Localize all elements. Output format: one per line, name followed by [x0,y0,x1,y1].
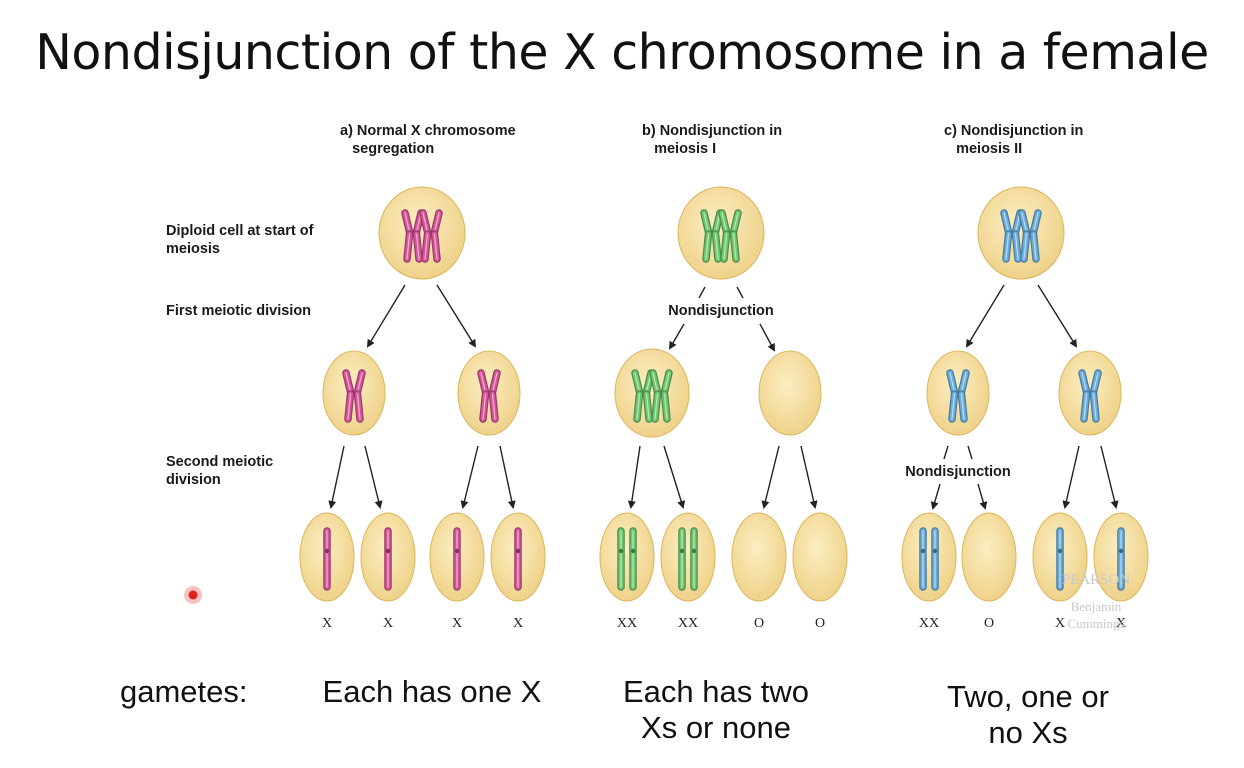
x-chromosome [323,527,331,591]
x-chromosome [617,527,637,591]
watermark-line-3: Cummings [1067,616,1124,631]
gamete-cell-3 [429,512,485,602]
watermark-line-1: PEARSON [1062,572,1131,588]
arrow [1062,445,1080,509]
arrow [965,284,1005,348]
gamete-cell-5 [599,512,655,602]
x-chromosome [1056,527,1064,591]
x-chromosome [919,527,939,591]
x-chromosome [946,369,970,423]
gamete-cell-9 [901,512,957,602]
watermark-line-2: Benjamin [1071,599,1122,614]
gamete-label-5: XX [617,616,637,631]
x-chromosome [678,527,698,591]
arrow [977,483,988,510]
panel-c-header: c) Nondisjunction in meiosis II [944,123,1084,157]
arrows-layer [328,284,1119,510]
cell-a-m1-right [457,350,521,436]
x-chromosome [631,369,673,423]
panel-b-header: b) Nondisjunction in meiosis I [642,123,783,157]
gamete-label-6: XX [678,616,698,631]
gamete-label-8: O [815,616,825,631]
bottom-label-panel-c: Two, one or no Xs [947,679,1109,750]
cell-c-m1-left [926,350,990,436]
x-chromosome [514,527,522,591]
laser-pointer-dot [184,586,202,604]
x-chromosome [1078,369,1102,423]
labels-layer: Nondisjunction Nondisjunction [668,303,1011,480]
arrow [366,284,406,348]
cell-a-m1-left [322,350,386,436]
arrow [364,445,383,509]
nondisjunction-label-meiosis-1: Nondisjunction [668,303,774,319]
arrow [800,445,818,509]
publisher-watermark: PEARSON Benjamin Cummings [1062,572,1131,631]
cell-c-m1-right [1058,350,1122,436]
cell-b-m1-left [614,348,690,438]
gamete-label-4: X [513,616,523,631]
arrow [930,483,941,510]
gamete-label-11: X [1055,616,1065,631]
x-chromosome [401,209,443,263]
arrow [1037,284,1078,348]
diploid-cell-a [378,186,466,280]
bottom-label-panel-a: Each has one X [322,674,542,709]
gamete-label-12: X [1116,616,1126,631]
arrow [436,284,477,348]
gamete-cell-4 [490,512,546,602]
gamete-cell-12 [1093,512,1149,602]
gamete-cell-8 [792,512,848,602]
cell-b-m1-right [758,350,822,436]
x-chromosome [1117,527,1125,591]
gamete-cell-2 [360,512,416,602]
cells-layer [299,186,1149,602]
gamete-cell-11 [1032,512,1088,602]
arrow [499,445,516,509]
gamete-label-9: XX [919,616,939,631]
gamete-cell-10 [961,512,1017,602]
gamete-label-3: X [452,616,462,631]
nondisjunction-label-meiosis-2: Nondisjunction [905,464,1011,480]
arrow [668,323,685,350]
gamete-label-7: O [754,616,764,631]
arrow [761,445,780,509]
arrow [328,445,345,509]
gamete-cell-6 [660,512,716,602]
diploid-cell-b [677,186,765,280]
arrow [627,445,641,509]
bottom-label-gametes: gametes: [120,674,248,709]
gamete-cell-1 [299,512,355,602]
gamete-label-10: O [984,616,994,631]
x-chromosome [1000,209,1042,263]
arrow [460,445,479,509]
x-chromosome [384,527,392,591]
arrow [759,323,775,352]
row-label-first-division: First meiotic division [166,303,312,319]
x-chromosome [342,369,366,423]
row-label-second-division: Second meiotic division [166,454,274,488]
x-chromosome [700,209,742,263]
x-chromosome [477,369,501,423]
gamete-cell-7 [731,512,787,602]
gamete-label-2: X [383,616,393,631]
row-label-diploid: Diploid cell at start of meiosis [166,223,314,257]
diploid-cell-c [977,186,1065,280]
panel-a-header: a) Normal X chromosome segregation [340,123,516,157]
slide-title: Nondisjunction of the X chromosome in a … [35,24,1209,81]
arrow [1100,445,1119,509]
arrow [663,445,686,509]
gamete-label-1: X [322,616,332,631]
x-chromosome [453,527,461,591]
bottom-label-panel-b: Each has two Xs or none [622,674,810,745]
